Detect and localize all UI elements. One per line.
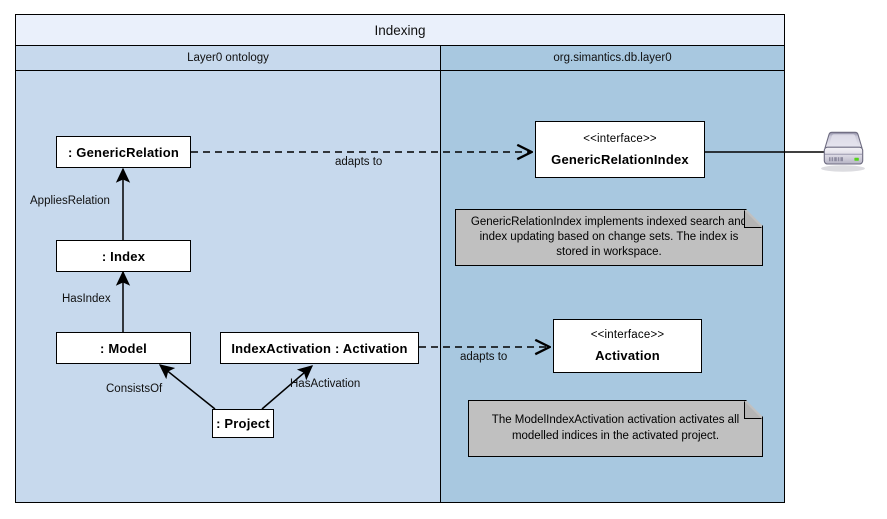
class-index[interactable]: : Index [56,240,191,272]
note-model-index-activation: The ModelIndexActivation activation acti… [468,400,763,457]
note-generic-relation-index-text: GenericRelationIndex implements indexed … [470,215,748,259]
class-index-activation-label: IndexActivation : Activation [231,340,408,356]
class-model[interactable]: : Model [56,332,191,364]
edge-label-adapts-to-top: adapts to [335,156,383,168]
panel-header-row: Layer0 ontology org.simantics.db.layer0 [16,46,784,71]
class-index-activation[interactable]: IndexActivation : Activation [220,332,419,364]
interface-generic-relation-index[interactable]: <<interface>> GenericRelationIndex [535,121,705,178]
edge-label-applies-relation: AppliesRelation [30,195,110,207]
class-project-label: : Project [216,416,270,431]
external-hard-drive-icon [821,131,865,172]
edge-label-consists-of: ConsistsOf [106,383,163,395]
class-index-label: : Index [101,248,146,264]
class-project[interactable]: : Project [212,409,274,438]
interface-activation[interactable]: <<interface>> Activation [553,319,702,373]
edge-label-adapts-to-bottom: adapts to [460,351,508,363]
edge-label-has-activation: HasActivation [290,378,361,390]
panel-header-left: Layer0 ontology [16,46,441,70]
interface-generic-relation-index-stereotype: <<interface>> [583,132,657,145]
class-generic-relation-label: : GenericRelation [67,144,180,160]
class-model-label: : Model [100,340,147,356]
interface-activation-stereotype: <<interface>> [590,329,665,341]
class-generic-relation[interactable]: : GenericRelation [56,136,191,168]
interface-generic-relation-index-label: GenericRelationIndex [551,151,689,167]
package-title: Indexing [16,15,784,46]
note-generic-relation-index: GenericRelationIndex implements indexed … [455,209,763,266]
edge-label-has-index: HasIndex [62,293,111,305]
note-model-index-activation-text: The ModelIndexActivation activation acti… [491,414,740,442]
panel-header-right: org.simantics.db.layer0 [441,46,784,70]
interface-activation-label: Activation [595,348,660,363]
